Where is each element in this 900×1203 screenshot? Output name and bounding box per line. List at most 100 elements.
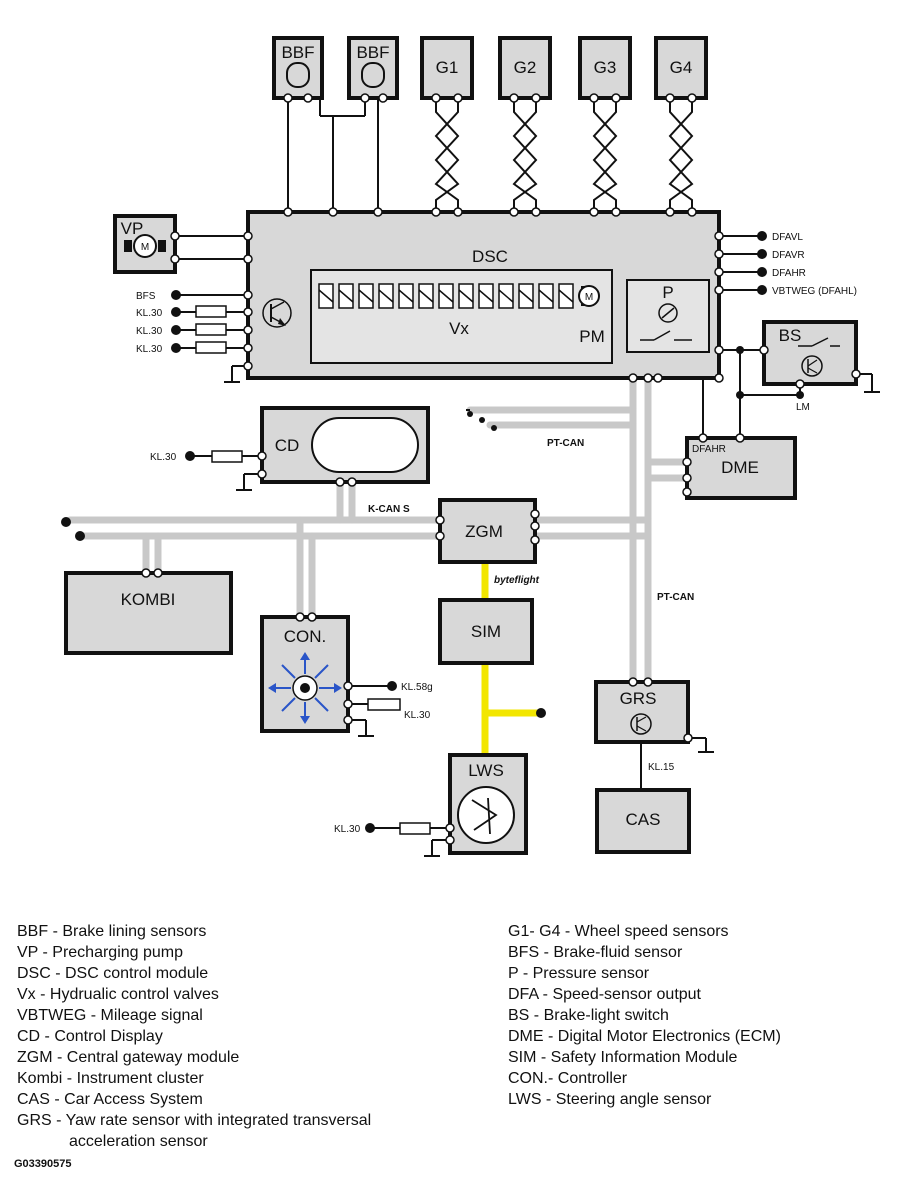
transistor-icon: [801, 355, 823, 377]
g3-block: G3: [578, 36, 632, 103]
pm-label: PM: [579, 327, 605, 346]
kl58g-label: KL.58g: [401, 682, 433, 693]
pump-motor-icon: [578, 285, 600, 307]
motor-icon: [133, 234, 157, 258]
byteflight-label: byteflight: [494, 575, 540, 586]
legend-left: BBF - Brake lining sensors VP - Precharg…: [17, 921, 371, 1152]
dme-block: DFAHR DME: [682, 433, 797, 500]
legend-item: SIM - Safety Information Module: [508, 1049, 738, 1066]
legend-item: DME - Digital Motor Electronics (ECM): [508, 1028, 781, 1045]
legend-item: CON.- Controller: [508, 1070, 628, 1087]
g2-label: G2: [514, 58, 537, 77]
pt-can-label-lower: PT-CAN: [657, 592, 694, 603]
g2-block: G2: [498, 36, 552, 103]
zgm-block: ZGM: [435, 498, 540, 564]
motor-symbol-label: M: [141, 242, 149, 253]
con-block: CON.: [260, 612, 353, 733]
lws-kl30-dot: [365, 823, 375, 833]
legend-item: P - Pressure sensor: [508, 965, 650, 982]
cas-block: CAS: [595, 788, 691, 854]
pump-motor-symbol-label: M: [585, 292, 593, 303]
lm-signal-label: LM: [796, 402, 810, 413]
legend-item: ZGM - Central gateway module: [17, 1049, 240, 1066]
legend-item: VBTWEG - Mileage signal: [17, 1007, 203, 1024]
legend-item: Vx - Hydrualic control valves: [17, 986, 219, 1003]
g1-block: G1: [420, 36, 474, 103]
p-label: P: [662, 283, 673, 302]
wheel-sensor-twisted-pairs: [434, 98, 694, 212]
right-output-dots: [757, 231, 767, 295]
bbf-block-2: BBF: [347, 36, 399, 103]
cd-kl30-dot: [185, 451, 195, 461]
byteflight-terminal-dot: [536, 708, 546, 718]
dme-dfahr-label: DFAHR: [692, 444, 726, 455]
g1-label: G1: [436, 58, 459, 77]
legend-item: BS - Brake-light switch: [508, 1007, 669, 1024]
pt-can-label-upper: PT-CAN: [547, 438, 584, 449]
legend-item: BFS - Brake-fluid sensor: [508, 944, 683, 961]
display-icon: [311, 417, 419, 473]
legend-item: DFA - Speed-sensor output: [508, 986, 701, 1003]
dfahr-signal-label: DFAHR: [772, 268, 806, 279]
legend-item: BBF - Brake lining sensors: [17, 923, 207, 940]
bus-lines: [66, 374, 691, 686]
lws-label: LWS: [468, 761, 504, 780]
legend-item: DSC - DSC control module: [17, 965, 209, 982]
byteflight-lines: [481, 562, 540, 755]
vbtweg-signal-label: VBTWEG (DFAHL): [772, 286, 857, 297]
fuse-icon: [195, 341, 227, 354]
left-input-dots: [171, 290, 181, 353]
g4-label: G4: [670, 58, 693, 77]
legend-item: G1- G4 - Wheel speed sensors: [508, 923, 729, 940]
grs-label: GRS: [620, 689, 657, 708]
kl30-signal-label-1: KL.30: [136, 308, 163, 319]
legend-item: CD - Control Display: [17, 1028, 163, 1045]
steering-wheel-icon: [457, 786, 515, 844]
legend-item: GRS - Yaw rate sensor with integrated tr…: [17, 1112, 372, 1129]
cas-label: CAS: [626, 810, 661, 829]
legend-right: G1- G4 - Wheel speed sensors BFS - Brake…: [508, 921, 781, 1110]
cd-kl30-label: KL.30: [150, 452, 177, 463]
sensor-icon: [361, 62, 385, 88]
transistor-icon: [630, 713, 652, 735]
figure-id: G03390575: [14, 1158, 72, 1170]
fuse-icon: [399, 822, 431, 835]
controller-knob-icon: [268, 652, 342, 724]
legend-item: LWS - Steering angle sensor: [508, 1091, 712, 1108]
legend-item-continuation: acceleration sensor: [69, 1133, 208, 1150]
transistor-icon: [262, 298, 292, 328]
vx-label: Vx: [449, 319, 469, 338]
k-can-terminal-dot: [61, 517, 71, 527]
legend-item: VP - Precharging pump: [17, 944, 184, 961]
lws-block: LWS: [445, 753, 528, 855]
kl30-signal-label-3: KL.30: [136, 344, 163, 355]
grs-block: GRS: [594, 677, 693, 744]
cd-block: CD: [257, 406, 430, 487]
fuses-left: [195, 305, 227, 354]
vp-label: VP: [121, 219, 144, 238]
pressure-sensor: P: [626, 279, 710, 353]
bs-label: BS: [779, 326, 802, 345]
sim-label: SIM: [471, 622, 501, 641]
wiring-diagram: BBF BBF G1 G2 G3 G4 VP M: [61, 36, 880, 857]
zgm-label: ZGM: [465, 522, 503, 541]
kombi-block: KOMBI: [64, 568, 233, 655]
pt-can-stub-dots: [467, 411, 497, 431]
switch-icon: [811, 337, 829, 347]
bbf-label-2: BBF: [356, 43, 389, 62]
g4-block: G4: [654, 36, 708, 103]
kl30-signal-label-2: KL.30: [136, 326, 163, 337]
bbf-label-1: BBF: [281, 43, 314, 62]
k-can-terminal-dot: [75, 531, 85, 541]
dfavr-signal-label: DFAVR: [772, 250, 805, 261]
fuse-icon: [211, 450, 243, 463]
sim-block: SIM: [438, 598, 534, 665]
vp-block: VP M: [113, 214, 180, 274]
fuse-icon: [195, 305, 227, 318]
bbf-block-1: BBF: [272, 36, 324, 103]
kl58g-dot: [387, 681, 397, 691]
kombi-label: KOMBI: [121, 590, 176, 609]
con-label: CON.: [284, 627, 327, 646]
dme-label: DME: [721, 458, 759, 477]
dfavl-signal-label: DFAVL: [772, 232, 803, 243]
